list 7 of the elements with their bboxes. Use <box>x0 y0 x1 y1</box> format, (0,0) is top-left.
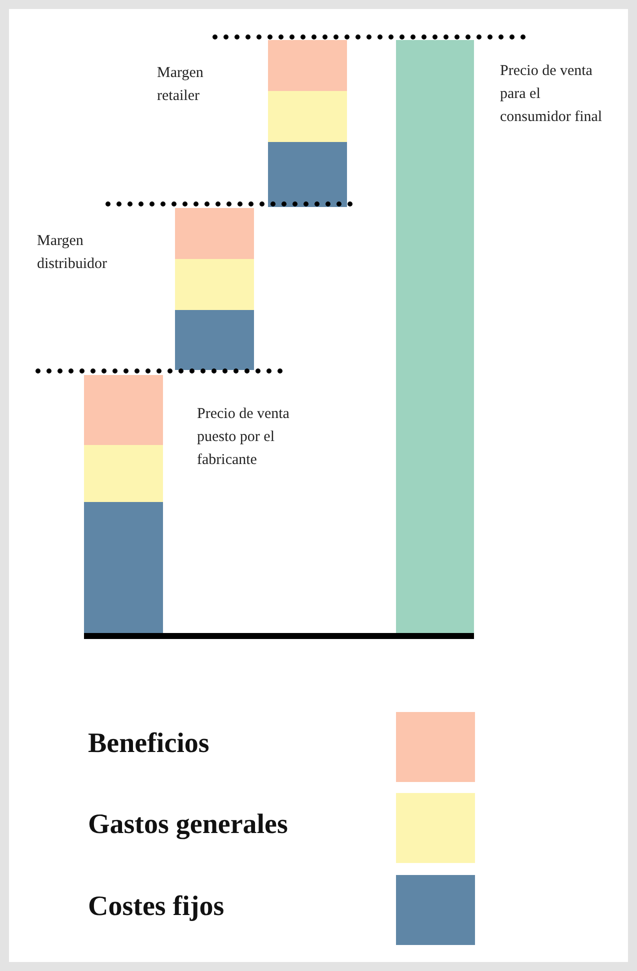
bar-label: Precio de venta puesto por el fabricante <box>197 405 290 470</box>
bar-label: Precio de venta para el consumidor final <box>500 62 604 127</box>
bar-label: Margen retailer <box>157 64 204 106</box>
bar-label: Margen distribuidor <box>37 232 108 274</box>
legend-label: Gastos generales <box>88 809 288 841</box>
legend-label: Costes fijos <box>88 891 224 923</box>
legend-label: Beneficios <box>88 728 210 760</box>
